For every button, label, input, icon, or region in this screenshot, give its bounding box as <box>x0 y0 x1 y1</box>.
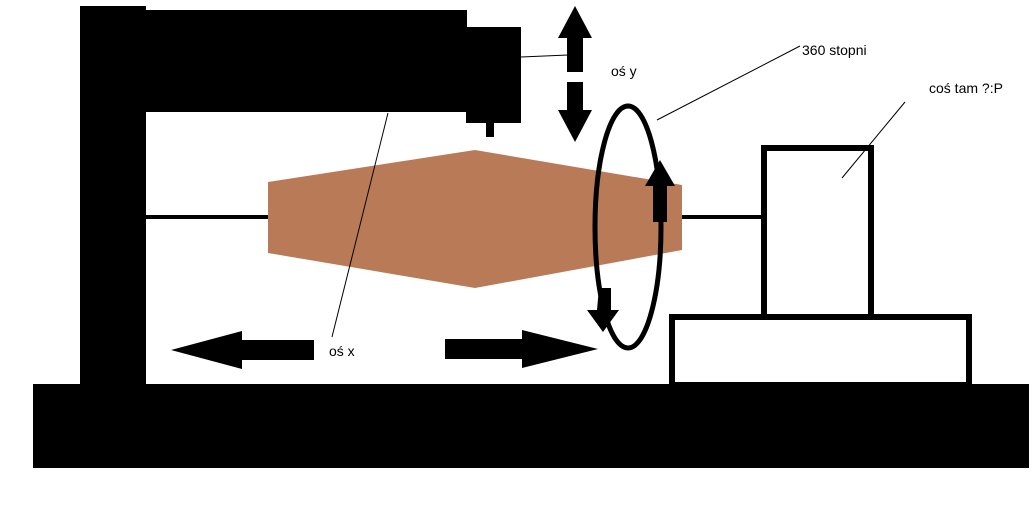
leader-line-something <box>841 101 906 179</box>
base-plate <box>33 384 1029 468</box>
leader-line-y <box>520 54 569 58</box>
x-axis-arrow-left-icon <box>171 331 314 369</box>
rotation-arrow-up-icon <box>645 160 675 222</box>
y-axis-arrow-down-icon <box>558 82 592 142</box>
tool-head <box>466 27 521 123</box>
axis-x-label: oś x <box>329 343 355 359</box>
frame-arm <box>80 10 467 112</box>
tailstock-base <box>669 314 972 388</box>
workpiece <box>268 150 682 288</box>
something-label: coś tam ?:P <box>929 80 1003 96</box>
axis-y-label: oś y <box>611 63 637 79</box>
rotation-ellipse <box>592 103 664 351</box>
tool-tip <box>486 122 494 137</box>
y-axis-arrow-up-icon <box>558 6 592 72</box>
leader-line-360 <box>656 45 801 121</box>
rotation-label: 360 stopni <box>802 42 867 58</box>
x-axis-arrow-right-icon <box>445 330 598 368</box>
tailstock-box <box>761 145 874 328</box>
leader-line-x <box>331 112 389 338</box>
rotation-arrow-down-icon <box>587 288 619 332</box>
